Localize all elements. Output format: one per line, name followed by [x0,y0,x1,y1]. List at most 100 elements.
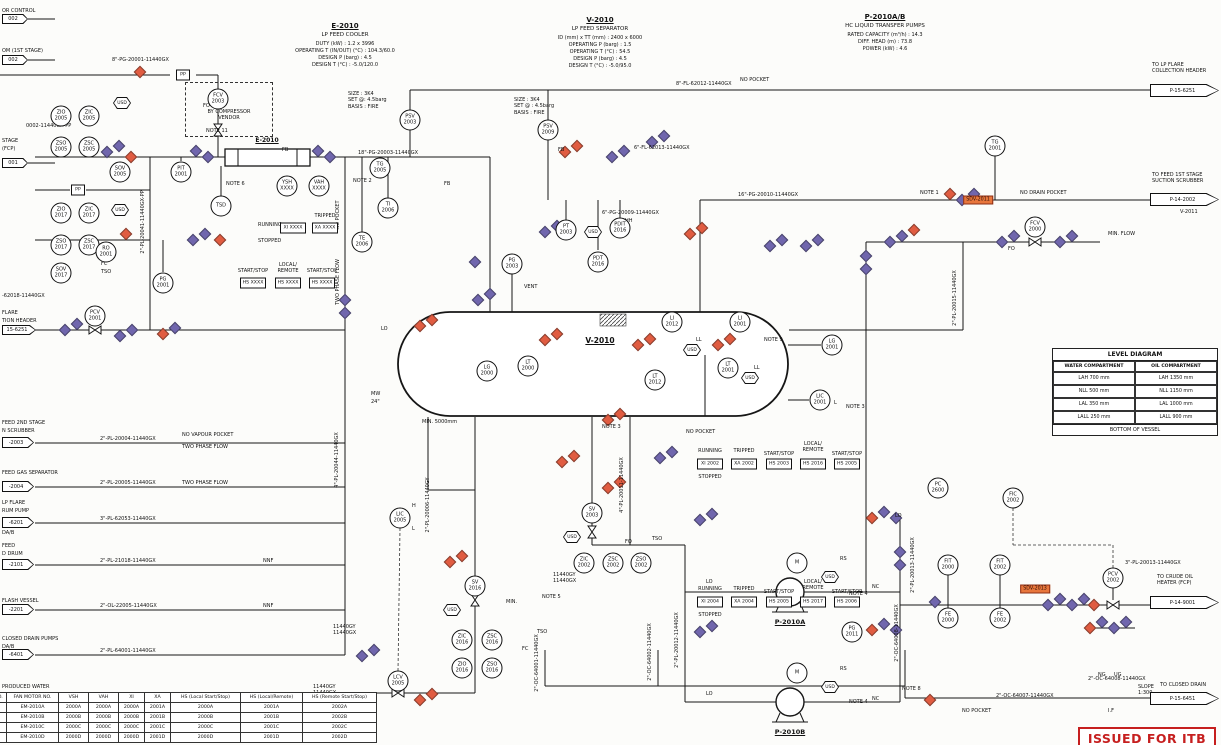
annotation-label: V-2010 [585,336,615,345]
offpage-connector-flag: P-14-9001 [1150,596,1219,609]
annotation-label: FB [282,147,289,153]
annotation-label: DA/B [2,530,15,536]
valve-marker-diamond-icon [58,323,72,337]
annotation-label: MIN. 5000mm [422,419,458,425]
valve-marker-diamond-icon [1065,229,1079,243]
valve-marker-diamond-icon [865,511,879,525]
level-row-cell: LAH 700 mm [1053,372,1135,385]
usd-interlock-icon: USD [443,604,461,616]
valve-marker-diamond-icon [705,507,719,521]
valve-marker-diamond-icon [413,319,427,333]
status-box: XA 2002 [731,458,757,470]
status-box: XA XXXX [312,222,338,234]
offpage-connector-flag: -2101 [2,559,34,570]
title-block-text: OPERATING T (IN/OUT) (°C) : 104.3/60.0 [295,48,395,54]
annotation-label: NOTE 3 [602,424,621,430]
valve-marker-diamond-icon [859,262,873,276]
status-box: PP [71,184,85,196]
valve-marker-diamond-icon [1053,592,1067,606]
annotation-label: 2"-PL-20004-11440GX [100,436,156,442]
annotation-label: 2"-PL-20006-11440GY [424,477,431,533]
annotation-label: RUNNING [698,448,722,454]
fan-cell: 2001C [240,722,303,733]
fan-cell: 2000B [118,712,145,723]
title-block-text: DESIGN T (°C) : -5.0/120.0 [311,62,379,68]
annotation-label: 2"-PL-21018-11440GX [100,558,156,564]
cooler-e2010 [224,148,311,167]
annotation-label: SIZE : 3K4 SET @: 4.5barg BASIS : FIRE [348,91,387,110]
valve-marker-diamond-icon [723,332,737,346]
vessel-v2010 [397,311,789,417]
valve-marker-diamond-icon [125,323,139,337]
annotation-label: L [412,526,415,532]
annotation-label: FB [558,147,565,153]
usd-interlock-icon: USD [741,372,759,384]
annotation-label: 2"-PL-20015-11440GX [951,270,958,326]
valve-marker-diamond-icon [657,129,671,143]
annotation-label: RS [840,556,847,562]
annotation-label: LL [696,337,702,343]
fan-cell: 2000A [170,702,241,713]
instrument-tsd: TSD [210,195,232,217]
title-block-text: RATED CAPACITY (m³/h) : 14.3 [847,32,923,38]
annotation-label: OM (1ST STAGE) [2,48,43,54]
annotation-label: MIN. FLOW [1108,231,1136,237]
offpage-connector-flag: -2201 [2,604,34,615]
fan-cell: 2001D [144,732,171,743]
valve-marker-diamond-icon [323,150,337,164]
annotation-label: VENT [524,284,538,290]
valve-marker-diamond-icon [555,455,569,469]
level-row-cell: LAL 350 mm [1053,398,1135,411]
annotation-label: H [412,503,416,509]
offpage-connector-flag: P-15-6451 [1150,692,1219,705]
fan-cell: 2002A [302,702,377,713]
valve-marker-diamond-icon [775,233,789,247]
annotation-label: STOPPED [698,612,722,618]
usd-interlock-icon: USD [111,204,129,216]
fan-cell: 2001B [240,712,303,723]
valve-marker-diamond-icon [124,150,138,164]
annotation-label: 18"-PG-20003-11440GX [358,150,419,156]
status-box: HS 2005 [834,458,860,470]
fan-cell: 2000C [170,722,241,733]
annotation-label: 2"-OC-64001-11440GX [533,634,540,692]
status-box: HS XXXX [275,277,301,289]
fan-cell: 2002C [302,722,377,733]
annotation-label: NO POCKET [740,77,770,83]
annotation-label: FEED 2ND STAGE [2,420,46,426]
annotation-label: START/STOP [831,589,863,595]
annotation-label: 3"-PL-20013-11440GX [1125,560,1181,566]
valve-marker-diamond-icon [538,333,552,347]
offpage-connector-flag: P-15-6251 [1150,84,1219,97]
valve-marker-diamond-icon [683,227,697,241]
annotation-label: TION HEADER [2,318,37,324]
valve-marker-diamond-icon [1119,615,1133,629]
annotation-label: RUNNING [258,222,282,228]
level-row-cell: LAH 1350 mm [1135,372,1217,385]
annotation-label: MW [371,391,381,397]
offpage-connector-flag: -6201 [2,517,34,528]
level-row-cell: LAL 1000 mm [1135,398,1217,411]
level-table-title: LEVEL DIAGRAM [1053,349,1217,361]
annotation-label: NNF [263,558,274,564]
status-box: HS XXXX [309,277,335,289]
